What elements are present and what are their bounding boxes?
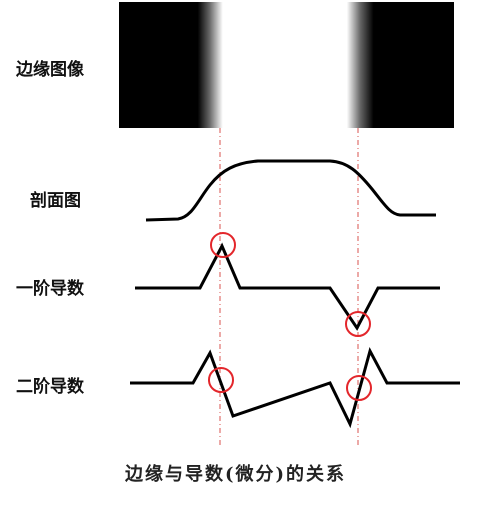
second-derivative-curve xyxy=(130,346,460,429)
second-derivative-zero-crossing-right-marker xyxy=(346,375,372,401)
edge-image xyxy=(119,2,454,128)
second-derivative-zero-crossing-left-marker xyxy=(208,367,234,393)
edge-image-label: 边缘图像 xyxy=(16,60,84,80)
profile-curve xyxy=(145,159,436,222)
profile-label: 剖面图 xyxy=(30,191,81,211)
first-derivative-label: 一阶导数 xyxy=(16,279,84,299)
first-derivative-curve xyxy=(135,242,440,331)
figure-caption: 边缘与导数(微分)的关系 xyxy=(125,464,347,485)
second-derivative-label: 二阶导数 xyxy=(16,377,84,397)
first-derivative-min-marker xyxy=(345,311,371,337)
first-derivative-max-marker xyxy=(210,232,236,258)
